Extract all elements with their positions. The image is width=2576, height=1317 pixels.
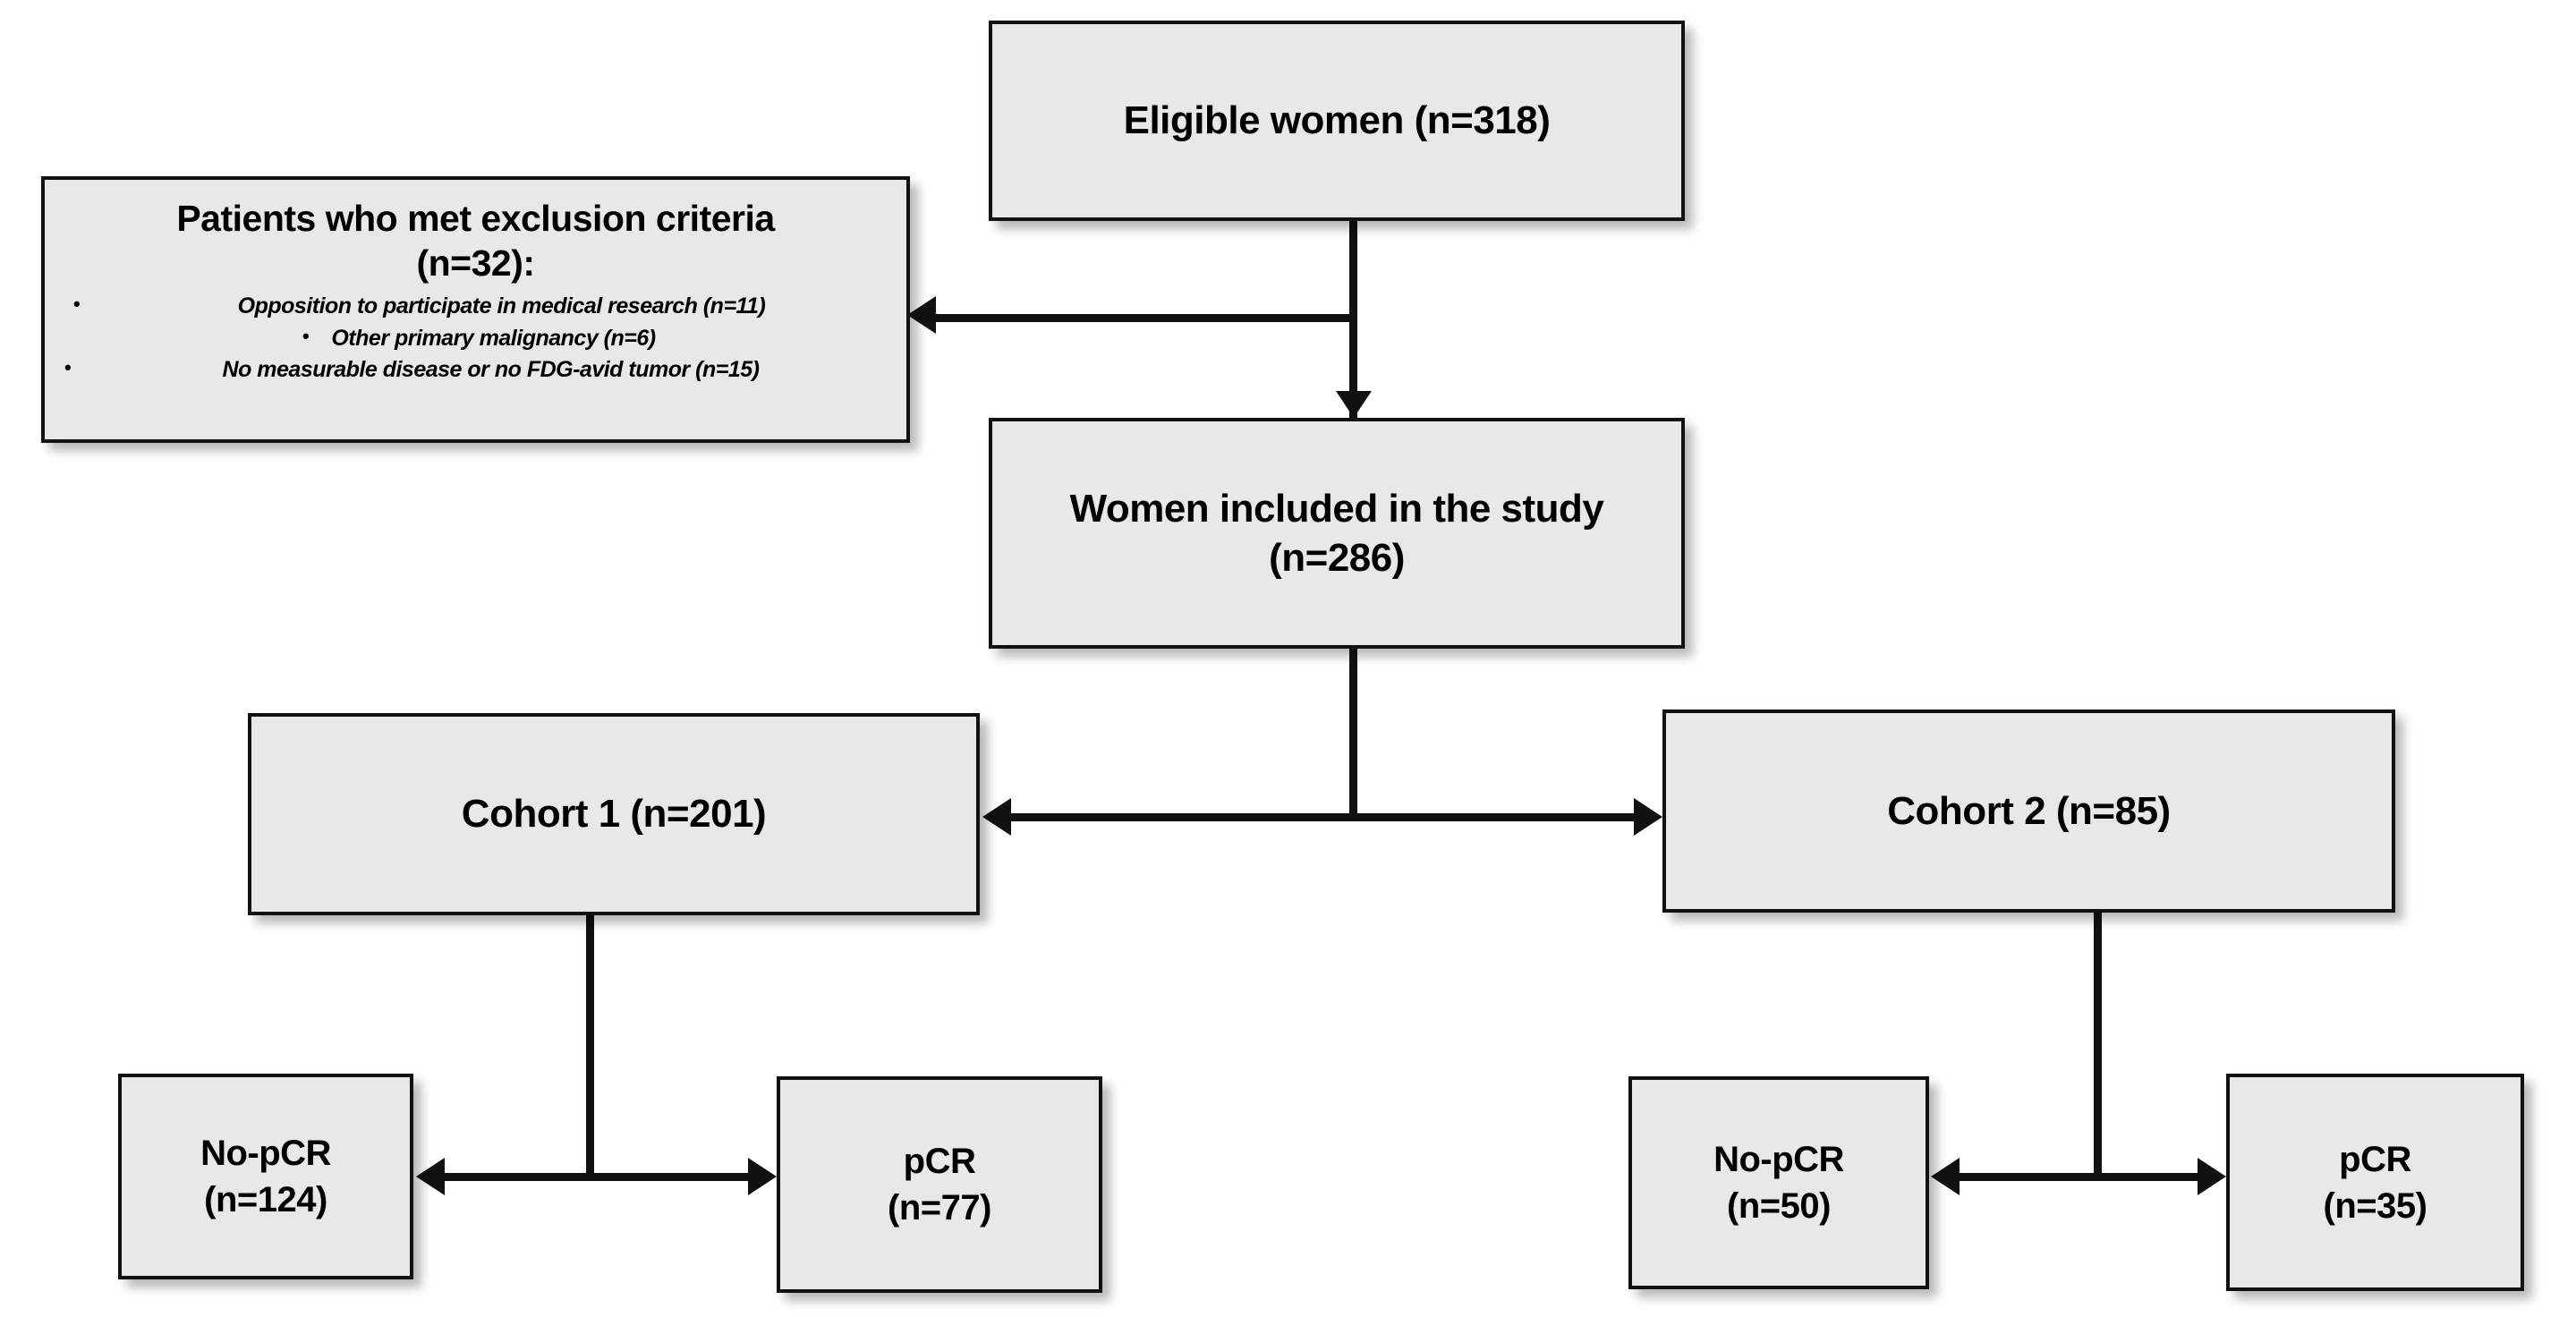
bullet-icon: • [302, 324, 310, 347]
arrowhead-left-cohort2-nopcr-icon [1931, 1158, 1960, 1195]
node-cohort-2-label: Cohort 2 (n=85) [1887, 788, 2171, 833]
connector-cohort2-to-pcr [2094, 1173, 2198, 1181]
connector-cohort1-stem [586, 915, 594, 1181]
node-cohort-2: Cohort 2 (n=85) [1662, 709, 2395, 913]
connector-junction-to-cohort2 [1349, 813, 1634, 821]
exclusion-item-label: Opposition to participate in medical res… [237, 293, 766, 319]
connector-junction-to-cohort1 [1011, 813, 1353, 821]
node-cohort-1-label: Cohort 1 (n=201) [461, 792, 767, 836]
arrowhead-down-included-icon [1336, 391, 1372, 418]
node-cohort2-pcr-line2: (n=35) [2323, 1185, 2427, 1226]
bullet-icon: • [64, 356, 72, 379]
bullet-icon: • [73, 293, 81, 316]
arrowhead-right-cohort2-icon [1634, 798, 1662, 836]
node-women-included-line1: Women included in the study [1069, 487, 1604, 531]
connector-junction-to-included [1349, 321, 1357, 421]
connector-cohort1-to-pcr [586, 1173, 748, 1181]
node-cohort-1: Cohort 1 (n=201) [248, 713, 980, 915]
arrowhead-right-cohort2-pcr-icon [2198, 1158, 2226, 1195]
node-cohort2-no-pcr-line1: No-pCR [1713, 1140, 1844, 1179]
node-cohort1-pcr-line2: (n=77) [888, 1188, 991, 1228]
connector-cohort1-to-nopcr [445, 1173, 591, 1181]
node-women-included: Women included in the study (n=286) [989, 418, 1685, 649]
node-cohort2-no-pcr-line2: (n=50) [1727, 1186, 1831, 1226]
node-women-included-line2: (n=286) [1269, 536, 1405, 580]
exclusion-title: Patients who met exclusion criteria (n=3… [57, 196, 894, 285]
node-cohort1-no-pcr-line2: (n=124) [204, 1180, 327, 1219]
connector-junction-to-exclusion [936, 314, 1355, 322]
exclusion-item: • Other primary malignancy (n=6) [57, 323, 894, 355]
connector-cohort2-to-nopcr [1960, 1173, 2098, 1181]
arrowhead-left-cohort1-nopcr-icon [416, 1158, 445, 1195]
node-cohort1-pcr: pCR (n=77) [777, 1076, 1102, 1293]
node-cohort2-pcr-line1: pCR [2339, 1139, 2411, 1179]
node-cohort1-no-pcr: No-pCR (n=124) [118, 1074, 413, 1279]
node-cohort2-no-pcr: No-pCR (n=50) [1628, 1076, 1929, 1289]
exclusion-title-line2: (n=32): [416, 242, 535, 285]
node-cohort1-no-pcr-line1: No-pCR [200, 1134, 331, 1173]
exclusion-item: • Opposition to participate in medical re… [57, 291, 894, 323]
exclusion-item-label: Other primary malignancy (n=6) [331, 325, 656, 351]
arrowhead-right-cohort1-pcr-icon [748, 1158, 777, 1195]
node-cohort1-pcr-line1: pCR [903, 1142, 976, 1181]
node-cohort2-pcr: pCR (n=35) [2226, 1074, 2524, 1291]
connector-included-to-cohort-junction [1349, 649, 1357, 820]
connector-cohort2-stem [2094, 913, 2102, 1181]
node-eligible-women-label: Eligible women (n=318) [1123, 98, 1551, 142]
exclusion-item-label: No measurable disease or no FDG-avid tum… [222, 357, 760, 383]
exclusion-items-list: • Opposition to participate in medical re… [57, 291, 894, 387]
exclusion-title-line1: Patients who met exclusion criteria [176, 198, 775, 239]
arrowhead-left-cohort1-icon [982, 798, 1011, 836]
connector-eligible-to-junction [1349, 221, 1357, 329]
exclusion-item: • No measurable disease or no FDG-avid tu… [57, 354, 894, 387]
node-exclusion-criteria: Patients who met exclusion criteria (n=3… [41, 176, 910, 443]
arrowhead-left-exclusion-icon [907, 296, 936, 334]
node-eligible-women: Eligible women (n=318) [989, 21, 1685, 221]
